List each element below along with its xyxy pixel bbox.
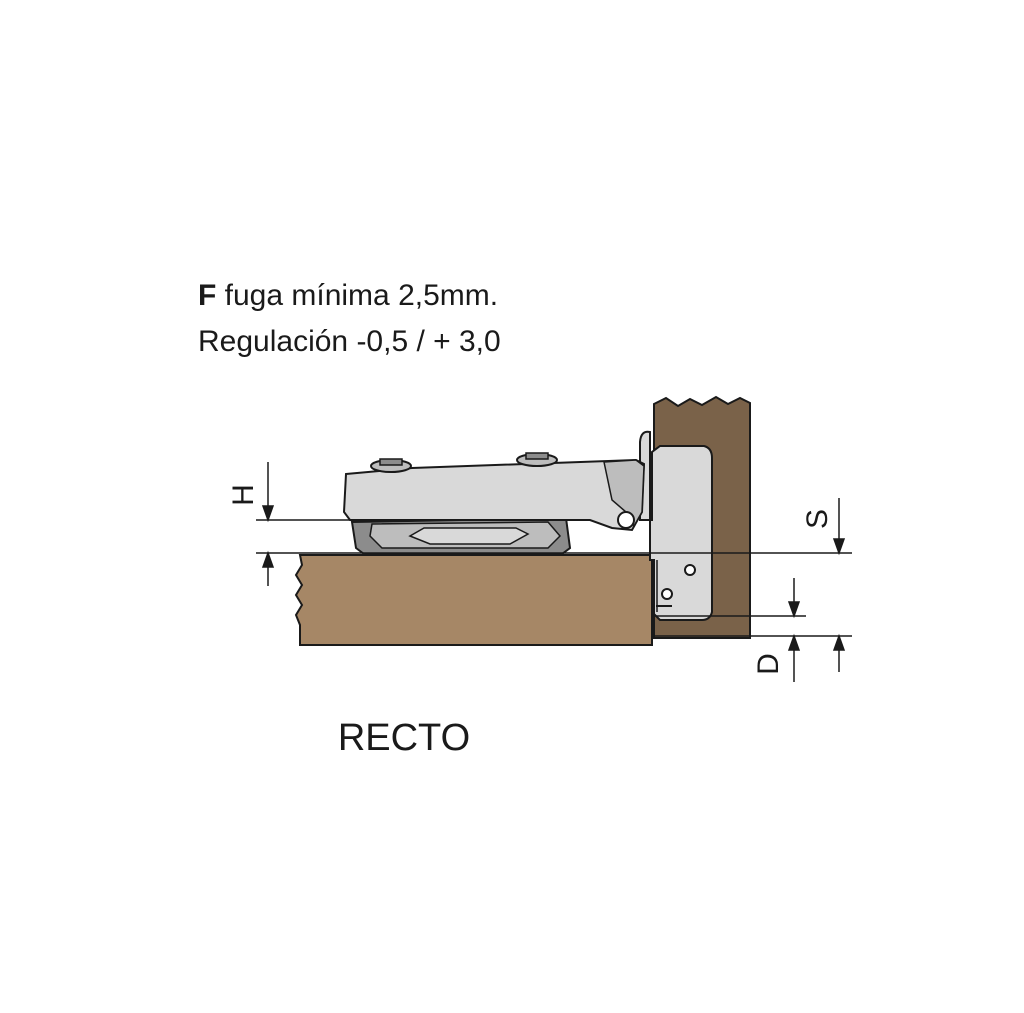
s-dimension (832, 498, 846, 672)
note-f-label: F (198, 279, 216, 312)
d-label: D (752, 653, 785, 675)
note-line-1: F fuga mínima 2,5mm. (198, 279, 498, 312)
note-gap-text: fuga mínima 2,5mm. (216, 279, 498, 312)
d-dimension (787, 578, 801, 682)
note-line-2: Regulación -0,5 / + 3,0 (198, 325, 501, 358)
mounting-screw-hole-icon (684, 564, 696, 576)
hinge-arm (342, 452, 646, 532)
caption-recto: RECTO (338, 717, 470, 759)
mounting-screw-hole-icon (661, 588, 673, 600)
pivot-pin-icon (617, 511, 635, 529)
h-dimension (261, 462, 275, 586)
h-label: H (227, 484, 260, 506)
reference-lines (256, 519, 852, 637)
hinge-cup (350, 516, 572, 555)
door-panel (294, 554, 653, 646)
hinge-mounting-plate (639, 430, 713, 621)
s-label: S (801, 509, 834, 529)
